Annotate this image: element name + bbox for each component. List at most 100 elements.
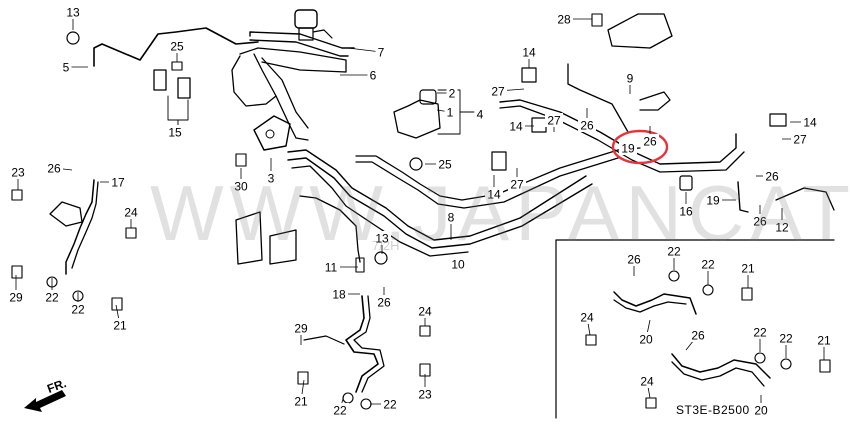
callout-backdrop: [373, 231, 391, 245]
callout-backdrop: [60, 60, 72, 74]
callout-2: 2: [449, 87, 456, 101]
callout-backdrop: [375, 295, 393, 309]
callout-9: 9: [627, 72, 634, 86]
callout-backdrop: [489, 84, 507, 98]
callout-backdrop: [641, 134, 659, 148]
callout-6: 6: [370, 69, 377, 83]
callout-27: 27: [510, 178, 524, 192]
callout-10: 10: [451, 258, 465, 272]
inset-hose-upper: [613, 291, 697, 315]
callout-backdrop: [578, 310, 596, 324]
callout-19: 19: [621, 142, 635, 156]
callout-backdrop: [815, 333, 833, 347]
callout-20: 20: [754, 404, 768, 418]
callout-backdrop: [292, 394, 310, 408]
callout-backdrop: [752, 403, 770, 417]
callout-22: 22: [45, 291, 59, 305]
callout-22: 22: [779, 332, 793, 346]
callout-backdrop: [619, 141, 637, 155]
callout-backdrop: [704, 193, 722, 207]
callout-18: 18: [332, 288, 346, 302]
callout-backdrop: [689, 328, 707, 342]
callout-backdrop: [446, 86, 458, 100]
callout-backdrop: [578, 118, 596, 132]
callout-15: 15: [168, 126, 182, 140]
callout-backdrop: [507, 119, 525, 133]
callout-26: 26: [47, 162, 61, 176]
callout-backdrop: [665, 244, 683, 258]
callout-16: 16: [679, 205, 693, 219]
callout-backdrop: [445, 210, 457, 224]
highlight-ring: [611, 129, 669, 165]
callout-backdrop: [122, 205, 140, 219]
callout-26: 26: [580, 119, 594, 133]
callout-14: 14: [522, 46, 536, 60]
callout-backdrop: [677, 204, 695, 218]
inset-hose-lower: [671, 353, 771, 379]
front-hose-left: [65, 179, 95, 275]
callout-25: 25: [438, 158, 452, 172]
callout-25: 25: [170, 40, 184, 54]
callout-backdrop: [166, 125, 184, 139]
callout-1: 1: [447, 106, 454, 120]
callout-backdrop: [751, 325, 769, 339]
callout-21: 21: [817, 334, 831, 348]
callout-backdrop: [545, 113, 563, 127]
callout-22: 22: [333, 404, 347, 418]
callout-4: 4: [477, 108, 484, 122]
callout-19: 19: [706, 194, 720, 208]
callout-11: 11: [325, 261, 338, 275]
callout-21: 21: [741, 262, 755, 276]
callout-backdrop: [416, 304, 434, 318]
callout-13: 13: [66, 6, 80, 20]
callout-30: 30: [234, 180, 248, 194]
callout-backdrop: [751, 214, 769, 228]
callout-backdrop: [624, 71, 636, 85]
callout-backdrop: [637, 332, 655, 346]
callout-backdrop: [111, 318, 129, 332]
callout-28: 28: [557, 13, 571, 27]
callout-backdrop: [381, 397, 399, 411]
callout-23: 23: [418, 388, 432, 402]
callout-8: 8: [448, 211, 455, 225]
callout-backdrop: [638, 374, 656, 388]
callout-22: 22: [71, 303, 85, 317]
callout-backdrop: [739, 261, 757, 275]
callout-backdrop: [699, 257, 717, 271]
callout-5: 5: [63, 61, 70, 75]
callout-backdrop: [375, 45, 387, 59]
callout-14: 14: [487, 188, 501, 202]
callout-17: 17: [111, 176, 125, 190]
callout-backdrop: [45, 161, 63, 175]
callout-backdrop: [416, 387, 434, 401]
callout-backdrop: [64, 5, 82, 19]
callout-backdrop: [485, 187, 503, 201]
callout-backdrop: [773, 220, 791, 234]
callout-26: 26: [643, 135, 657, 149]
callout-27: 27: [793, 133, 807, 147]
callout-backdrop: [9, 165, 27, 179]
inset-frame: [555, 239, 835, 419]
callout-backdrop: [777, 331, 795, 345]
callout-backdrop: [801, 115, 819, 129]
callout-22: 22: [753, 326, 767, 340]
rear-hose-center: [345, 295, 379, 393]
callout-24: 24: [580, 311, 594, 325]
callout-24: 24: [640, 375, 654, 389]
callout-29: 29: [9, 291, 23, 305]
callout-7: 7: [378, 46, 385, 60]
callout-backdrop: [508, 177, 526, 191]
callout-backdrop: [444, 105, 456, 119]
callout-21: 21: [113, 319, 127, 333]
front-direction-arrow-icon: [24, 390, 66, 412]
callout-backdrop: [322, 260, 340, 274]
brake-line-8: [287, 149, 587, 241]
callout-29: 29: [294, 322, 308, 336]
callout-backdrop: [436, 157, 454, 171]
brake-line-5: [93, 27, 259, 67]
callout-backdrop: [555, 12, 573, 26]
callout-24: 24: [124, 206, 138, 220]
callout-backdrop: [265, 171, 277, 185]
